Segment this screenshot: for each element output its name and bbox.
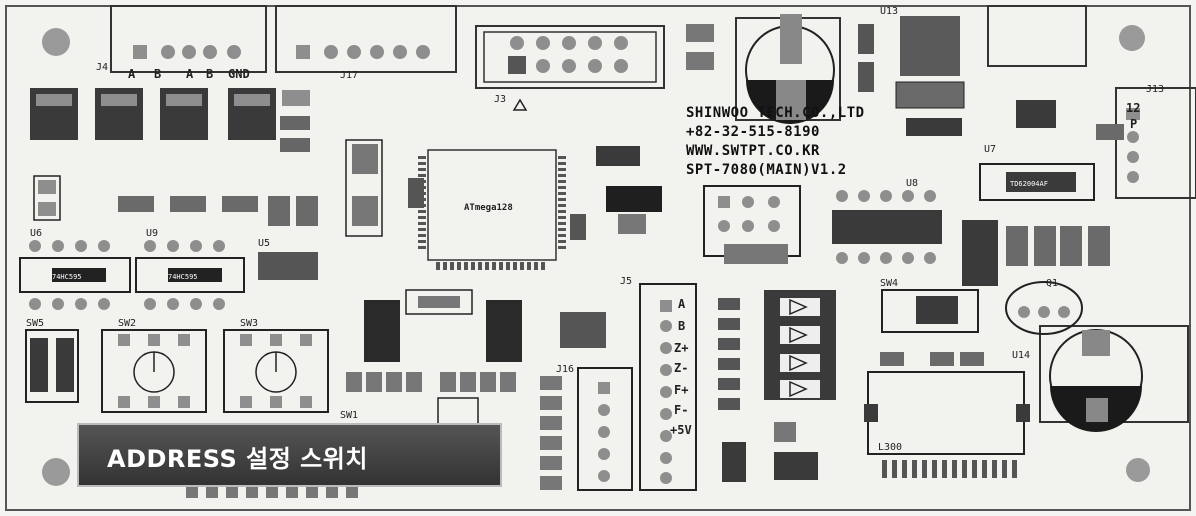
svg-text:SW1: SW1	[340, 410, 358, 421]
svg-text:J13: J13	[1146, 84, 1164, 95]
transistor-q1	[1005, 281, 1083, 335]
ic-atmega128	[418, 149, 566, 270]
svg-text:Z-: Z-	[674, 361, 688, 375]
svg-text:U7: U7	[984, 144, 996, 155]
svg-text:F-: F-	[674, 403, 688, 417]
svg-text:74HC595: 74HC595	[168, 273, 198, 281]
company-name: SHINWOO TECH.CO.,LTD	[686, 105, 865, 121]
svg-text:Z+: Z+	[674, 341, 688, 355]
switch-sw3	[223, 329, 329, 413]
mounting-hole-top-right	[1119, 25, 1145, 51]
connector-j4	[110, 5, 267, 73]
svg-text:12: 12	[1126, 101, 1140, 115]
svg-text:A: A	[186, 67, 194, 81]
svg-text:+5V: +5V	[670, 423, 692, 437]
svg-text:GND: GND	[228, 67, 250, 81]
mcu-label: ATmega128	[464, 203, 513, 213]
svg-text:SW5: SW5	[26, 318, 44, 329]
svg-text:TD62004AF: TD62004AF	[1010, 180, 1048, 188]
svg-text:A: A	[128, 67, 136, 81]
svg-text:U14: U14	[1012, 350, 1030, 361]
svg-text:SW2: SW2	[118, 318, 136, 329]
switch-sw4	[881, 289, 979, 333]
ic-u5	[258, 252, 318, 280]
connector-j2	[703, 185, 801, 264]
svg-text:B: B	[678, 319, 685, 333]
ic-u6	[19, 257, 131, 293]
caption-text: ADDRESS 설정 스위치	[107, 445, 368, 473]
connector-j17	[275, 5, 457, 73]
mounting-hole-bottom-right	[1126, 458, 1150, 482]
svg-text:J2: J2	[646, 188, 658, 199]
connector-j13	[1115, 87, 1196, 199]
svg-text:B: B	[154, 67, 161, 81]
svg-text:SW4: SW4	[880, 278, 898, 289]
capacitor-c22	[735, 14, 841, 124]
switch-sw5	[25, 329, 79, 403]
svg-text:L300: L300	[878, 442, 902, 453]
connector-j16	[577, 367, 633, 491]
svg-text:F+: F+	[674, 383, 688, 397]
ic-u8	[832, 210, 942, 244]
diode-array	[764, 290, 836, 400]
svg-text:J5: J5	[620, 276, 632, 287]
svg-text:U13: U13	[880, 6, 898, 17]
capacitor-c21	[1039, 325, 1189, 432]
svg-text:B: B	[206, 67, 213, 81]
connector-top-right	[987, 5, 1087, 67]
svg-text:J3: J3	[494, 94, 506, 105]
svg-text:Q1: Q1	[1046, 278, 1058, 289]
svg-text:A: A	[678, 297, 686, 311]
svg-text:U9: U9	[146, 228, 158, 239]
diode-d15	[895, 81, 965, 109]
mounting-hole-top-left	[42, 28, 70, 56]
ic-u7	[979, 163, 1095, 201]
svg-text:U8: U8	[906, 178, 918, 189]
svg-text:J16: J16	[556, 364, 574, 375]
capacitor-c101	[33, 175, 61, 221]
switch-sw2	[101, 329, 207, 413]
svg-text:U6: U6	[30, 228, 42, 239]
svg-text:U5: U5	[258, 238, 270, 249]
connector-j3	[475, 25, 665, 111]
ic-u13	[900, 16, 960, 76]
svg-text:J17: J17	[340, 70, 358, 81]
svg-text:J4: J4	[96, 62, 108, 73]
ic-u14	[864, 352, 1030, 478]
board-model: SPT-7080(MAIN)V1.2	[686, 162, 847, 178]
svg-text:74HC595: 74HC595	[52, 273, 82, 281]
resistor-row	[118, 196, 318, 226]
svg-text:P: P	[1130, 117, 1137, 131]
company-info: SHINWOO TECH.CO.,LTD +82-32-515-8190 WWW…	[686, 104, 865, 180]
connector-j5	[639, 283, 697, 491]
caption-box: ADDRESS 설정 스위치	[77, 423, 502, 487]
mounting-hole-bottom-left	[42, 458, 70, 486]
company-website: WWW.SWTPT.CO.KR	[686, 143, 820, 159]
ic-u9	[135, 257, 245, 293]
svg-text:SW3: SW3	[240, 318, 258, 329]
company-phone: +82-32-515-8190	[686, 124, 820, 140]
